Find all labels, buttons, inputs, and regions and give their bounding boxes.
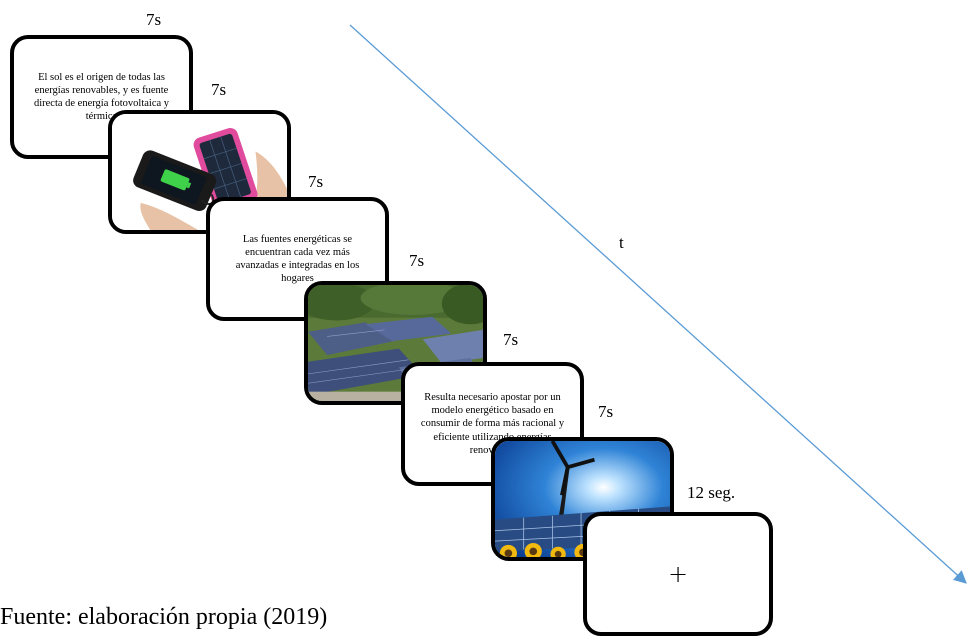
- fixation-cross: +: [667, 560, 689, 588]
- source-caption: Fuente: elaboración propia (2019): [0, 604, 328, 630]
- solar-rooftops-photo: [308, 285, 483, 401]
- slide-1-text: El sol es el origen de todas las energía…: [33, 71, 170, 123]
- slide-2-duration: 7s: [211, 80, 227, 99]
- phone-solar-charger-photo: [112, 114, 287, 230]
- slide-5-duration: 7s: [503, 330, 519, 349]
- slide-3-duration: 7s: [308, 172, 324, 191]
- slide-7: +: [583, 512, 773, 636]
- slide-7-duration: 12 seg.: [687, 483, 736, 502]
- slide-6-duration: 7s: [598, 402, 614, 421]
- slide-2: [108, 110, 291, 234]
- slide-1-duration: 7s: [146, 10, 162, 29]
- slide-4-duration: 7s: [409, 251, 425, 270]
- time-axis-label: t: [619, 233, 624, 252]
- slide-3-text: Las fuentes energéticas se encuentran ca…: [235, 233, 360, 285]
